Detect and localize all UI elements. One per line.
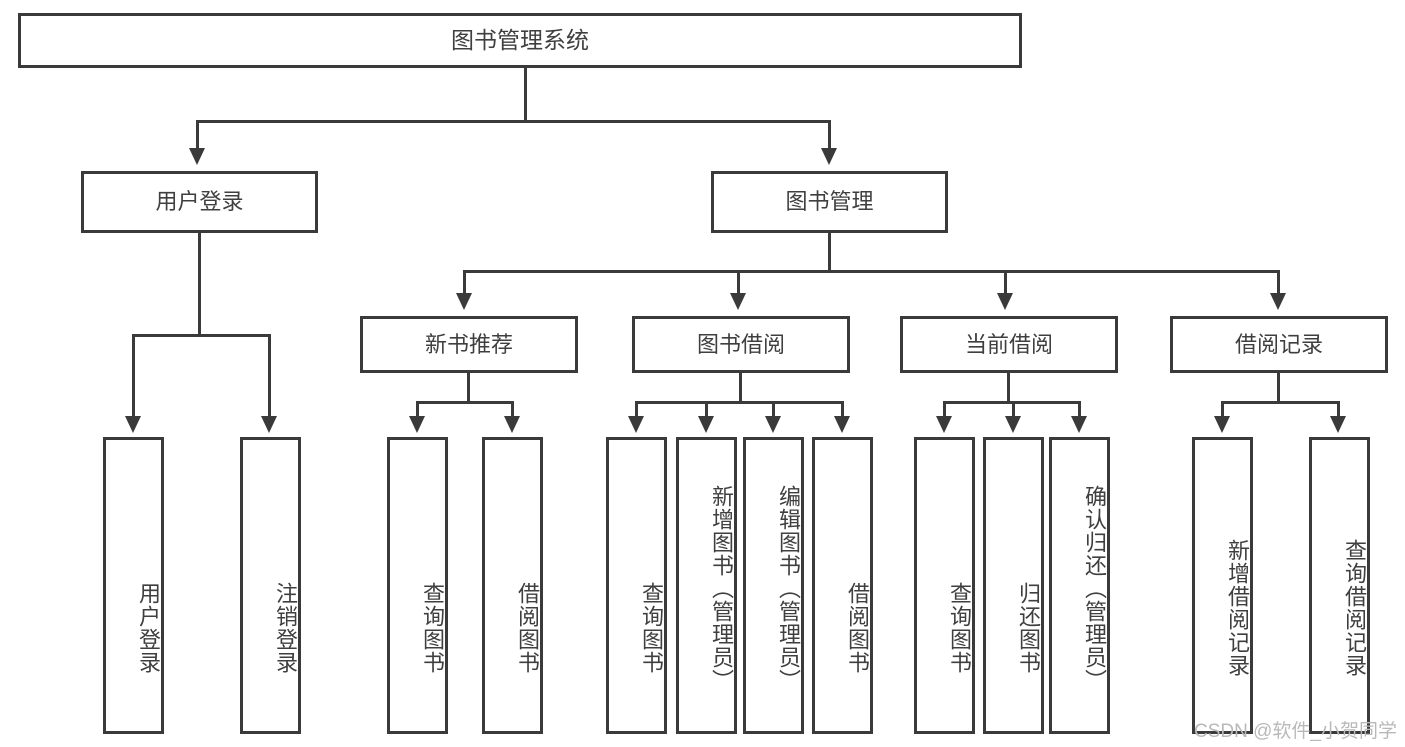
node-label: 用户登录 [155, 189, 244, 215]
node-label: 新增借阅记录 [1225, 538, 1250, 677]
connector-new-book-rec-bar [416, 401, 513, 404]
arrowhead-borrow-record [1270, 293, 1286, 310]
leaf-borrow-book[interactable]: 借阅图书 [812, 437, 873, 734]
connector-new-book-rec-c1 [416, 401, 419, 418]
node-label: 查询图书 [420, 581, 445, 674]
leaf-add-book-admin[interactable]: 新增图书（管理员） [676, 437, 737, 734]
node-label: 新书推荐 [424, 331, 513, 357]
connector-to-current-borrow [1004, 270, 1007, 295]
arrowhead-logout-leaf [261, 416, 277, 433]
arrowhead-user-login-leaf [125, 416, 141, 433]
arrowhead-new-book-rec [456, 293, 472, 310]
connector-current-borrow-c2 [1012, 401, 1015, 418]
node-label: 确认归还（管理员） [1082, 485, 1107, 692]
node-book-borrow[interactable]: 图书借阅 [632, 316, 850, 373]
arrowhead-edit-book-admin [765, 416, 781, 433]
connector-new-book-rec-c2 [511, 401, 514, 418]
node-label: 编辑图书（管理员） [776, 485, 801, 692]
node-current-borrow[interactable]: 当前借阅 [900, 316, 1118, 373]
arrowhead-query-borrow-record [1330, 416, 1346, 433]
leaf-query-borrow-record[interactable]: 查询借阅记录 [1309, 437, 1370, 734]
connector-to-borrow-record [1277, 270, 1280, 295]
arrowhead-borrow-book-rec [504, 416, 520, 433]
node-label: 借阅记录 [1234, 331, 1323, 357]
connector-book-borrow-c2 [705, 401, 708, 418]
leaf-add-borrow-record[interactable]: 新增借阅记录 [1192, 437, 1253, 734]
connector-current-borrow-stem [1007, 373, 1010, 401]
node-book-manage[interactable]: 图书管理 [711, 171, 948, 233]
leaf-confirm-return-admin[interactable]: 确认归还（管理员） [1049, 437, 1110, 734]
node-label: 查询图书 [947, 581, 972, 674]
arrowhead-add-book-admin [698, 416, 714, 433]
node-label: 查询图书 [639, 581, 664, 674]
connector-current-borrow-c3 [1078, 401, 1081, 418]
leaf-edit-book-admin[interactable]: 编辑图书（管理员） [743, 437, 804, 734]
arrowhead-query-book-borrow [628, 416, 644, 433]
node-label: 查询借阅记录 [1342, 538, 1367, 677]
arrowhead-book-borrow [730, 293, 746, 310]
connector-root-to-user-login [196, 120, 199, 150]
node-borrow-record[interactable]: 借阅记录 [1170, 316, 1388, 373]
connector-book-borrow-bar [635, 401, 844, 404]
connector-to-new-book-rec [463, 270, 466, 295]
arrowhead-root-to-book-manage [821, 148, 837, 165]
arrowhead-add-borrow-record [1214, 416, 1230, 433]
node-label: 注销登录 [273, 581, 298, 674]
connector-root-to-book-manage [828, 120, 831, 150]
arrowhead-confirm-return-admin [1071, 416, 1087, 433]
leaf-query-book-current[interactable]: 查询图书 [914, 437, 975, 734]
connector-user-login-bar [132, 334, 270, 337]
arrowhead-current-borrow [997, 293, 1013, 310]
node-label: 用户登录 [136, 581, 161, 674]
connector-book-borrow-stem [739, 373, 742, 401]
leaf-query-book-newrec[interactable]: 查询图书 [387, 437, 448, 734]
arrowhead-borrow-book [834, 416, 850, 433]
node-label: 图书管理系统 [451, 27, 589, 54]
node-label: 归还图书 [1016, 581, 1041, 674]
connector-root-bar [196, 120, 830, 123]
leaf-borrow-book-newrec[interactable]: 借阅图书 [482, 437, 543, 734]
connector-book-manage-bar [463, 270, 1280, 273]
connector-borrow-record-c1 [1221, 401, 1224, 418]
connector-user-login-left [132, 334, 135, 418]
node-new-book-rec[interactable]: 新书推荐 [360, 316, 578, 373]
node-label: 当前借阅 [964, 331, 1053, 357]
connector-to-book-borrow [737, 270, 740, 295]
connector-book-borrow-c1 [635, 401, 638, 418]
connector-user-login-right [268, 334, 271, 418]
node-label: 借阅图书 [515, 581, 540, 674]
node-label: 图书借阅 [696, 331, 785, 357]
arrowhead-return-book [1005, 416, 1021, 433]
connector-book-manage-stem [828, 233, 831, 270]
arrowhead-root-to-user-login [189, 148, 205, 165]
node-label: 新增图书（管理员） [709, 485, 734, 692]
node-user-login[interactable]: 用户登录 [81, 171, 318, 233]
connector-root-stem [524, 68, 527, 120]
node-label: 图书管理 [785, 189, 874, 215]
connector-borrow-record-c2 [1337, 401, 1340, 418]
connector-new-book-rec-stem [467, 373, 470, 401]
connector-book-borrow-c3 [772, 401, 775, 418]
leaf-query-book-borrow[interactable]: 查询图书 [606, 437, 667, 734]
arrowhead-query-book-rec [409, 416, 425, 433]
leaf-logout[interactable]: 注销登录 [240, 437, 301, 734]
node-label: 借阅图书 [845, 581, 870, 674]
arrowhead-query-book-current [936, 416, 952, 433]
connector-borrow-record-bar [1221, 401, 1339, 404]
leaf-user-login[interactable]: 用户登录 [103, 437, 164, 734]
connector-current-borrow-c1 [943, 401, 946, 418]
node-root-system[interactable]: 图书管理系统 [18, 13, 1022, 68]
connector-user-login-stem [198, 233, 201, 334]
watermark-text: CSDN @软件_小贺同学 [1194, 721, 1397, 742]
leaf-return-book[interactable]: 归还图书 [983, 437, 1044, 734]
connector-borrow-record-stem [1277, 373, 1280, 401]
connector-book-borrow-c4 [841, 401, 844, 418]
